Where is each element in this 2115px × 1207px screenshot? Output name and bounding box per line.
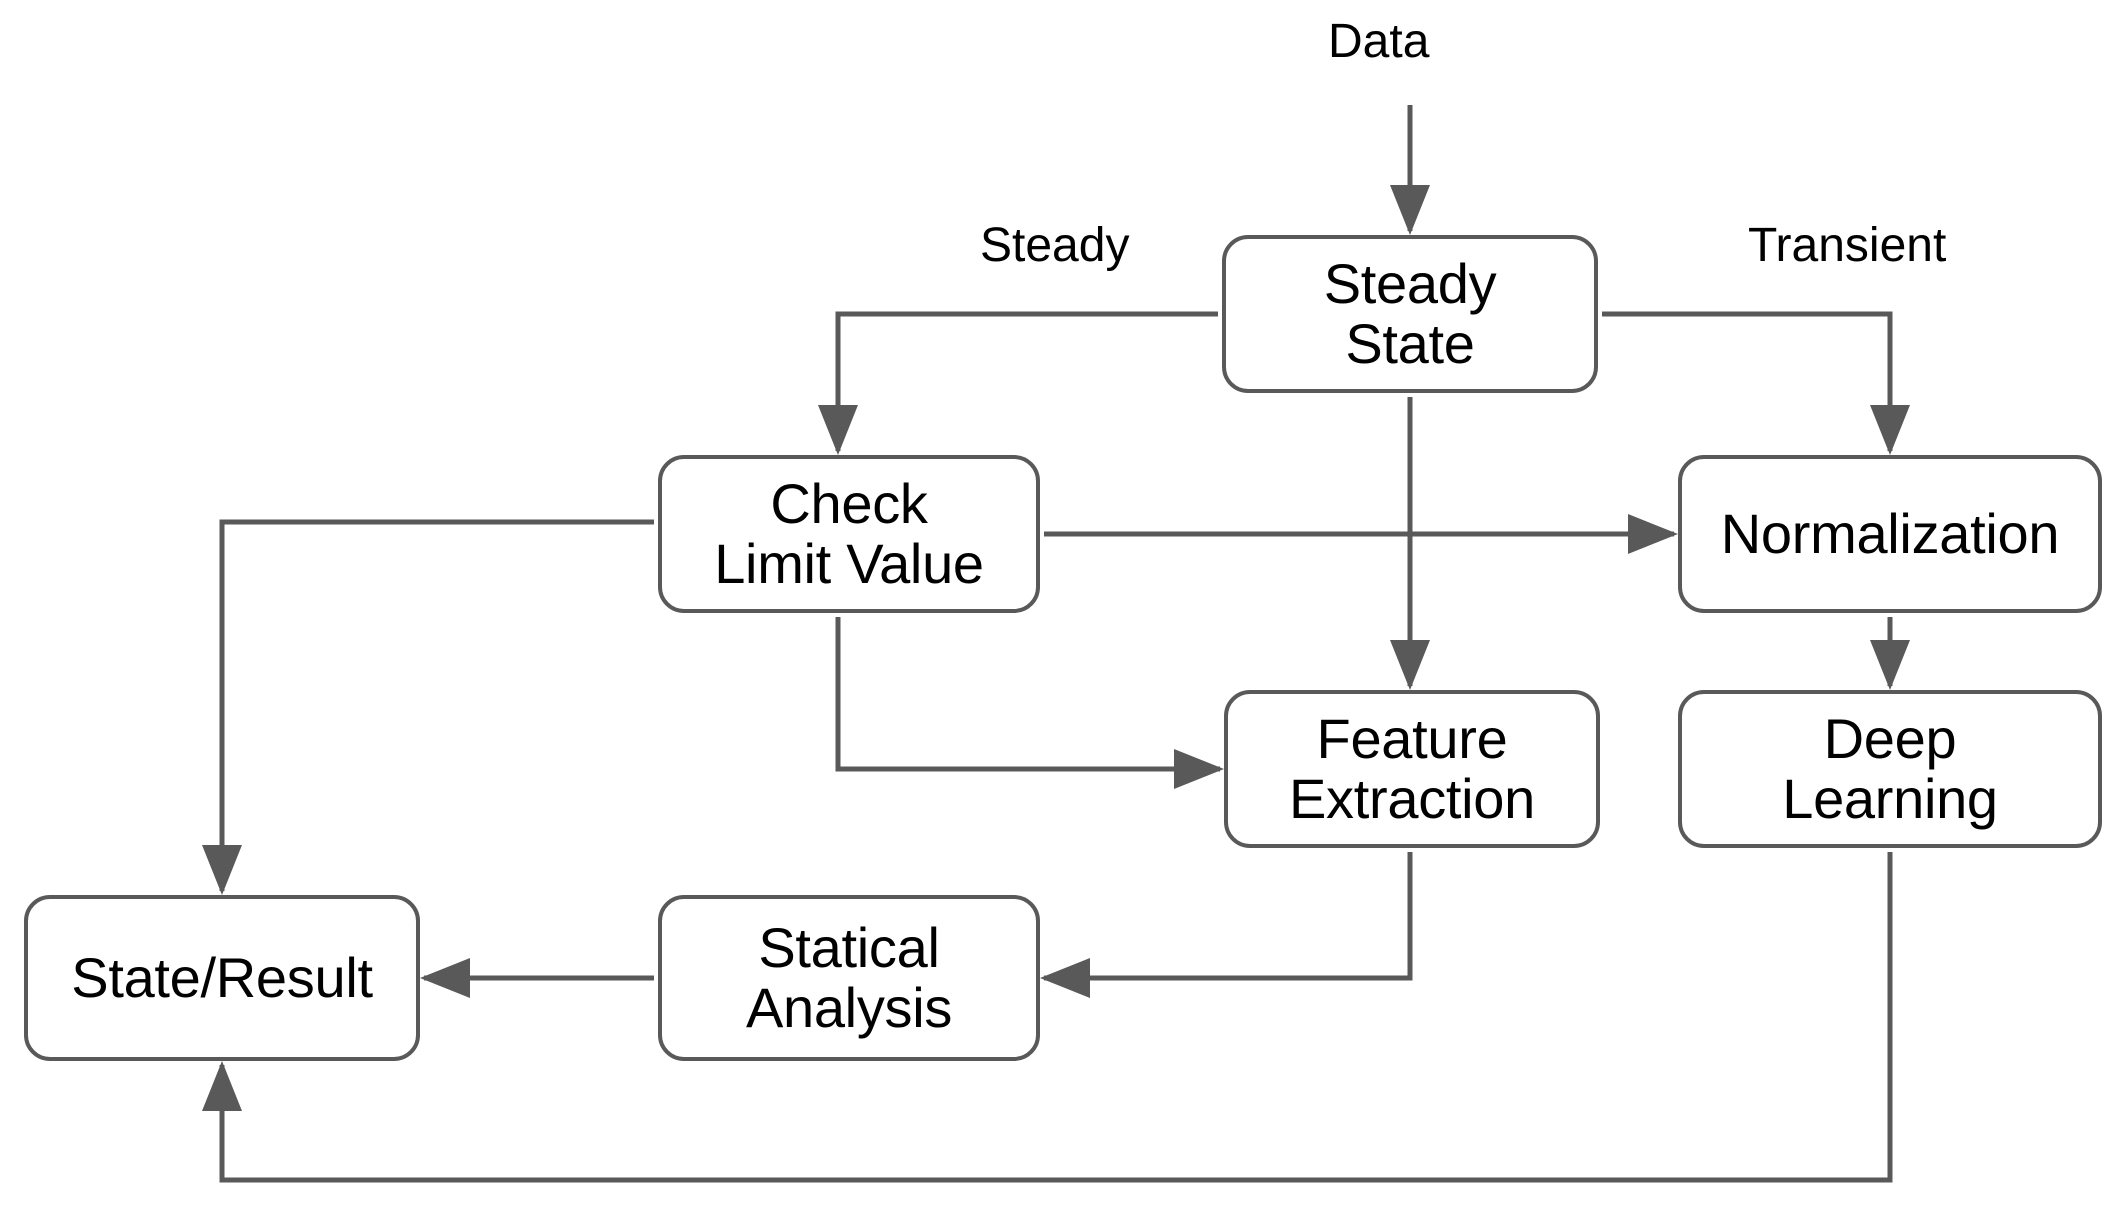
edge-steady-state-to-check-limit bbox=[818, 311, 1218, 456]
edge-label-steady: Steady bbox=[980, 219, 1130, 272]
node-check-limit-value[interactable]: Check Limit Value bbox=[658, 455, 1040, 613]
edge-label-transient: Transient bbox=[1748, 219, 1947, 272]
edge-steady-state-to-normalization bbox=[1602, 311, 1910, 456]
node-normalization[interactable]: Normalization bbox=[1678, 455, 2102, 613]
node-steady-state[interactable]: Steady State bbox=[1222, 235, 1598, 393]
node-deep-learning[interactable]: Deep Learning bbox=[1678, 690, 2102, 848]
node-feature-extraction[interactable]: Feature Extraction bbox=[1224, 690, 1600, 848]
edge-label-data: Data bbox=[1328, 15, 1430, 68]
node-state-result[interactable]: State/Result bbox=[24, 895, 420, 1061]
edge-check-limit-to-state-result bbox=[202, 519, 654, 896]
node-statical-analysis[interactable]: Statical Analysis bbox=[658, 895, 1040, 1061]
edge-check-limit-to-feature-extraction bbox=[835, 617, 1225, 789]
edge-feature-extraction-to-statical-analysis bbox=[1039, 852, 1413, 998]
edge-deep-learning-to-state-result bbox=[202, 852, 1893, 1183]
